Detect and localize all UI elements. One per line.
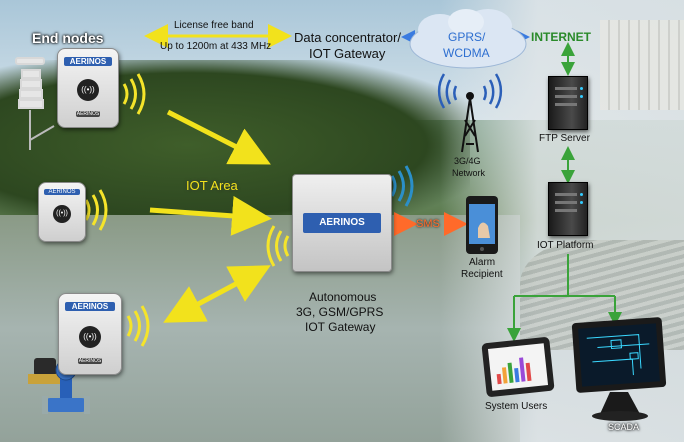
device-brand-label: AERINOS — [43, 189, 81, 195]
gateway-label-line1: Autonomous — [309, 290, 377, 304]
radio-tower — [461, 92, 479, 153]
device-brand-logo: AERINOS — [77, 358, 103, 364]
platform-users-link — [513, 254, 616, 338]
end-node-2: AERINOS ((•)) — [38, 182, 86, 242]
wireless-icon: ((•)) — [53, 205, 71, 223]
iot-gateway-device: AERINOS — [292, 174, 392, 272]
alarm-recipient-label-line2: Recipient — [461, 269, 503, 280]
tablet — [481, 337, 555, 397]
end-node-3: AERINOS ((•)) AERINOS — [58, 293, 122, 375]
iot-area-label: IOT Area — [186, 178, 238, 193]
gateway-label-line3: IOT Gateway — [305, 320, 376, 334]
end-nodes-label: End nodes — [32, 30, 104, 46]
gateway-label-line2: 3G, GSM/GPRS — [296, 305, 384, 319]
gprs-label-line2: WCDMA — [443, 46, 490, 60]
gateway-waves-right — [390, 165, 414, 207]
license-free-band-label: License free band — [174, 20, 254, 31]
node3-arrow — [163, 265, 271, 323]
ftp-server-label: FTP Server — [539, 133, 590, 144]
smartphone — [466, 196, 498, 254]
weather-station — [15, 57, 55, 150]
device-brand-logo: AERINOS — [76, 111, 100, 117]
sms-label: SMS — [416, 218, 440, 230]
gprs-cloud — [409, 9, 527, 69]
data-concentrator-label-line1: Data concentrator/ — [294, 30, 401, 45]
node1-waves — [122, 73, 146, 115]
network-label-line2: Network — [452, 168, 486, 178]
iot-platform-label: IOT Platform — [537, 240, 594, 251]
tower-signal-waves — [437, 73, 503, 109]
system-users-label: System Users — [485, 401, 548, 412]
wireless-icon: ((•)) — [79, 326, 101, 348]
node1-arrow — [166, 109, 271, 165]
data-concentrator-label-line2: IOT Gateway — [309, 46, 386, 61]
end-node-1: AERINOS ((•)) AERINOS — [57, 48, 119, 128]
device-brand-label: AERINOS — [64, 57, 112, 66]
network-label-line1: 3G/4G — [454, 156, 481, 166]
internet-label: INTERNET — [531, 30, 591, 44]
device-brand-label: AERINOS — [65, 302, 115, 311]
gateway-brand-label: AERINOS — [302, 213, 382, 233]
range-label: Up to 1200m at 433 MHz — [160, 41, 272, 52]
gateway-waves-left — [266, 225, 290, 267]
scada-label: SCADA — [608, 422, 640, 432]
ftp-server — [548, 76, 588, 130]
scada-monitor — [571, 317, 667, 421]
node3-waves — [126, 305, 150, 347]
alarm-recipient-label-line1: Alarm — [469, 257, 496, 268]
node2-arrow — [149, 195, 272, 236]
gprs-label-line1: GPRS/ — [448, 30, 486, 44]
wireless-icon: ((•)) — [77, 79, 99, 101]
iot-platform-server — [548, 182, 588, 236]
node2-waves — [84, 189, 108, 231]
